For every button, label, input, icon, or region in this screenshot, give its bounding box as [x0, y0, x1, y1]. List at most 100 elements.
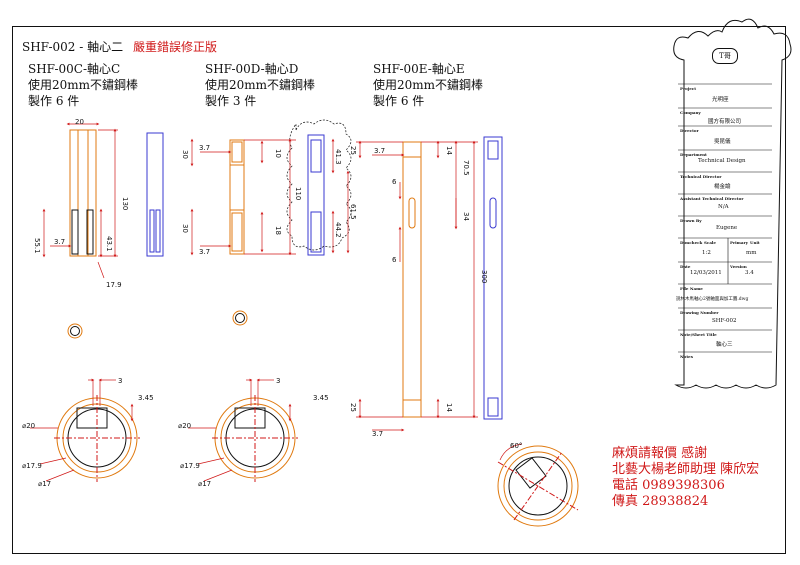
dim-cl-d179: ⌀17.9	[22, 462, 42, 470]
tb-project-label: Project	[680, 86, 697, 91]
shaft-d-side-view	[229, 139, 245, 255]
dim-c-end: 17.9	[106, 281, 122, 289]
circle-view-mid	[188, 378, 298, 482]
note-line-1: 麻煩請報價 感謝	[612, 446, 708, 461]
dim-e-step-top: 3.7	[374, 147, 385, 155]
dim-c-length: 130	[121, 197, 129, 210]
tb-date-label: Date	[680, 264, 691, 269]
dim-c-slot-b: 43.1	[105, 236, 113, 252]
shaft-d-front-view	[307, 134, 325, 256]
shaft-e-side-view	[402, 141, 422, 418]
tb-drawn: Eugene	[716, 225, 738, 231]
tb-version-label: Version	[730, 264, 747, 269]
dim-cm-d20: ⌀20	[178, 422, 191, 430]
dim-cl-d17: ⌀17	[38, 480, 51, 488]
tb-unit: mm	[746, 250, 757, 256]
small-rings	[67, 310, 248, 339]
tb-scale-label: Scale	[704, 240, 716, 245]
dim-d-length: 110	[294, 187, 302, 200]
dim-cm-d17: ⌀17	[198, 480, 211, 488]
part-material: 使用20mm不鏽鋼棒	[28, 78, 139, 92]
sheet-name: 軸心二	[87, 40, 124, 54]
note-line-3: 電話 0989398306	[612, 478, 725, 493]
shaft-e-dimensions	[356, 140, 478, 432]
dim-cm-d179: ⌀17.9	[180, 462, 200, 470]
dim-cm-gap: 3	[276, 377, 280, 385]
tb-primary-label: Primary	[730, 240, 748, 245]
tb-drawing: SHF-002	[712, 318, 737, 324]
tb-company-label: Company	[680, 110, 701, 115]
shaft-e-front-view	[483, 136, 503, 420]
circle-view-left	[30, 378, 140, 482]
part-qty: 製作 6 件	[28, 94, 80, 108]
part-label-e: SHF-00E-軸心E 使用20mm不鏽鋼棒 製作 6 件	[373, 61, 483, 109]
tb-assist-label: Assistant Technical Director	[680, 196, 744, 201]
sheet-header: SHF-002 - 軸心二 嚴重錯誤修正版	[22, 38, 217, 55]
dim-e-top: 25	[349, 146, 357, 155]
revision-note: 嚴重錯誤修正版	[133, 40, 218, 54]
part-qty: 製作 6 件	[373, 94, 425, 108]
tb-dimcheck-label: Dimcheck	[680, 240, 703, 245]
dim-d-step-bottom: 3.7	[199, 248, 210, 256]
dim-d-inner-top: 10	[274, 149, 282, 158]
tb-sheet-label: Note/Sheet Title	[680, 332, 717, 337]
tb-department: Technical Design	[698, 158, 746, 164]
dim-c-slot-a: 55.1	[33, 238, 41, 254]
dim-c-step: 3.7	[54, 238, 65, 246]
note-line-4: 傳真 28938824	[612, 494, 709, 509]
shaft-c-side-view	[69, 129, 97, 257]
part-qty: 製作 3 件	[205, 94, 257, 108]
part-id: SHF-00C-軸心C	[28, 62, 121, 76]
dim-d-bottom: 30	[181, 224, 189, 233]
tb-scale: 1:2	[702, 250, 711, 256]
tb-director-label: Director	[680, 128, 699, 133]
shaft-c-dimensions	[42, 122, 118, 279]
tb-unit-label: Unit	[750, 240, 760, 245]
note-line-2: 北藝大楊老師助理 陳欣宏	[612, 462, 760, 477]
dim-c-width: 20	[75, 118, 84, 126]
part-label-d: SHF-00D-軸心D 使用20mm不鏽鋼棒 製作 3 件	[205, 61, 315, 109]
tb-file: 說林木馬軸心2號軸面與加工圖.dwg	[676, 297, 749, 302]
part-id: SHF-00D-軸心D	[205, 62, 299, 76]
dim-e-length: 300	[480, 270, 488, 283]
dim-d-step-top: 3.7	[199, 144, 210, 152]
sheet-dash: -	[79, 40, 84, 54]
dim-d-inner-bottom: 18	[274, 226, 282, 235]
tb-department-label: Department	[680, 152, 707, 157]
dim-d-top: 30	[181, 150, 189, 159]
tb-drawing-label: Drawing Number	[680, 310, 719, 315]
tb-sheet: 軸心三	[716, 342, 733, 348]
sheet-code: SHF-002	[22, 40, 76, 54]
dim-d-s3: 44.2	[334, 222, 342, 238]
dim-e-step-bottom: 3.7	[372, 430, 383, 438]
part-id: SHF-00E-軸心E	[373, 62, 465, 76]
tb-notes-label: Notes	[680, 354, 693, 359]
part-material: 使用20mm不鏽鋼棒	[205, 78, 316, 92]
tb-tech-director-label: Technical Director	[680, 174, 722, 179]
logo-badge: T哥	[712, 48, 738, 64]
tb-company: 國方有限公司	[708, 119, 742, 125]
tb-drawn-label: Drawn By	[680, 218, 702, 223]
dim-d-s2: 61.5	[349, 204, 357, 220]
tb-date: 12/03/2011	[690, 270, 722, 276]
dim-cm-flat: 3.45	[313, 394, 329, 402]
dim-e-seg: 70.5	[462, 160, 470, 176]
dim-e-b14: 14	[445, 403, 453, 412]
title-block-frame	[673, 18, 792, 389]
quote-request-note: 麻煩請報價 感謝 北藝大楊老師助理 陳欣宏 電話 0989398306 傳真 2…	[612, 446, 759, 510]
part-material: 使用20mm不鏽鋼棒	[373, 78, 484, 92]
circle-view-right	[497, 443, 579, 527]
tb-version: 3.4	[745, 270, 754, 276]
dim-d-s1: 41.3	[334, 149, 342, 165]
shaft-d-dimensions	[190, 138, 350, 256]
dim-cl-d20: ⌀20	[22, 422, 35, 430]
tb-tech-director: 楊金諭	[714, 184, 731, 190]
revision-cloud	[286, 119, 352, 251]
dim-cr-angle: 60°	[510, 442, 522, 450]
drawing-sheet-border	[12, 26, 786, 554]
shaft-c-front-view	[146, 132, 164, 257]
dim-cl-flat: 3.45	[138, 394, 154, 402]
tb-file-label: File Name	[680, 286, 703, 291]
